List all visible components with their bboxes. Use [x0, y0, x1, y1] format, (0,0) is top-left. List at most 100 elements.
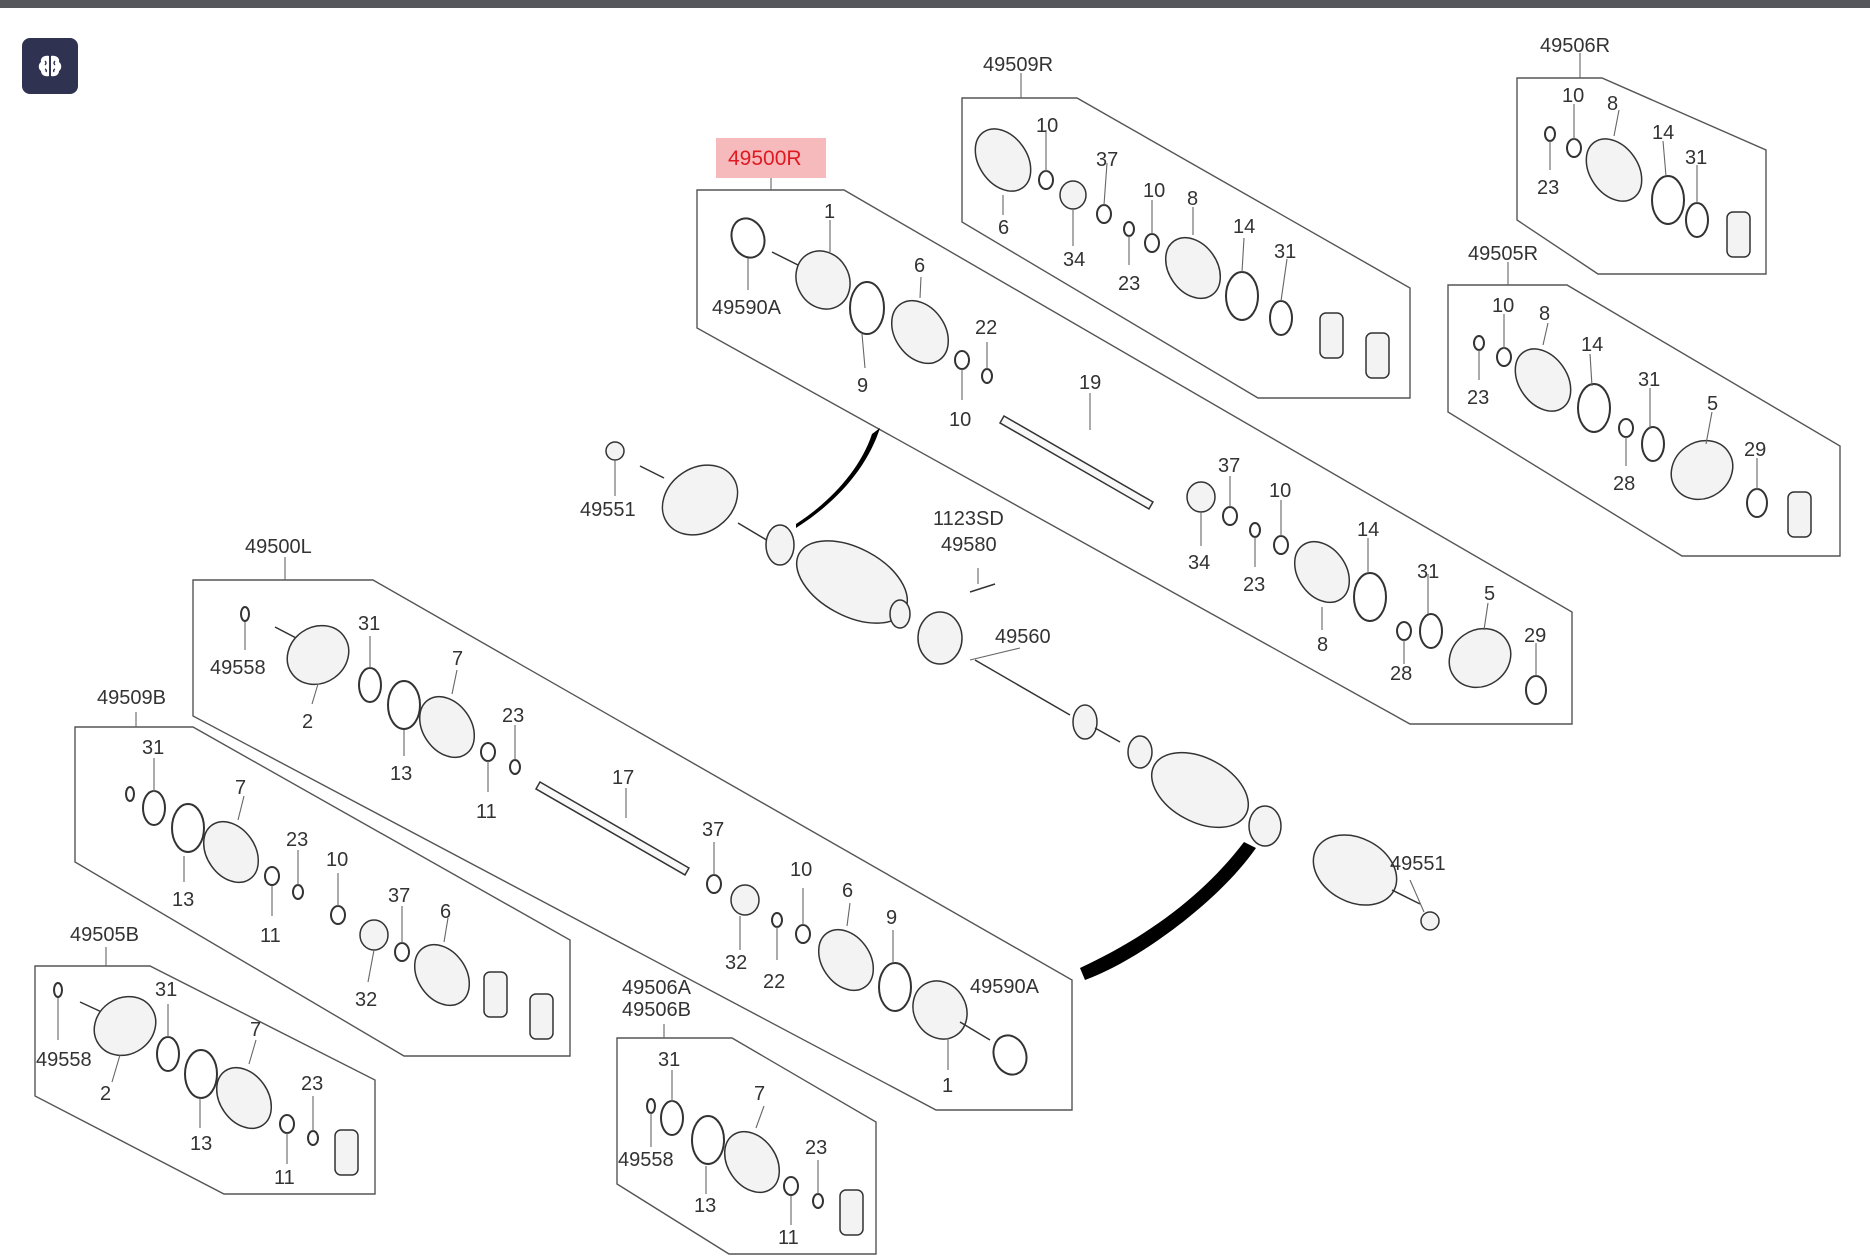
- part-label-6[interactable]: 6: [440, 901, 451, 923]
- part-label-13[interactable]: 13: [172, 889, 194, 911]
- part-label-8[interactable]: 8: [1187, 188, 1198, 210]
- part-label-49558[interactable]: 49558: [618, 1149, 674, 1171]
- part-label-8[interactable]: 8: [1539, 303, 1550, 325]
- part-label-10[interactable]: 10: [1036, 115, 1058, 137]
- part-label-13[interactable]: 13: [190, 1133, 212, 1155]
- part-label-11[interactable]: 11: [476, 801, 497, 823]
- group-title-49509R[interactable]: 49509R: [983, 54, 1053, 76]
- part-label-6[interactable]: 6: [842, 880, 853, 902]
- part-label-8[interactable]: 8: [1317, 634, 1328, 656]
- part-label-29[interactable]: 29: [1744, 439, 1766, 461]
- part-label-31[interactable]: 31: [658, 1049, 680, 1071]
- part-label-22[interactable]: 22: [763, 971, 785, 993]
- part-label-31[interactable]: 31: [142, 737, 164, 759]
- part-label-9[interactable]: 9: [886, 907, 897, 929]
- part-label-49590A[interactable]: 49590A: [712, 297, 782, 319]
- part-label-1[interactable]: 1: [942, 1075, 953, 1097]
- part-label-37[interactable]: 37: [388, 885, 410, 907]
- part-label-23[interactable]: 23: [301, 1073, 323, 1095]
- part-label-34[interactable]: 34: [1063, 249, 1085, 271]
- group-title-49500R[interactable]: 49500R: [728, 147, 802, 170]
- part-label-1123SD[interactable]: 1123SD: [933, 508, 1004, 530]
- part-label-23[interactable]: 23: [1118, 273, 1140, 295]
- part-label-31[interactable]: 31: [155, 979, 177, 1001]
- part-label-6[interactable]: 6: [914, 255, 925, 277]
- part-label-10[interactable]: 10: [1269, 480, 1291, 502]
- part-label-37[interactable]: 37: [702, 819, 724, 841]
- part-label-49551[interactable]: 49551: [580, 499, 636, 521]
- part-label-19[interactable]: 19: [1079, 372, 1101, 394]
- labels-49500L: 49500L 49558 31 2 7 13 23 11 17 37 32 22…: [210, 536, 1040, 1097]
- part-label-13[interactable]: 13: [390, 763, 412, 785]
- group-title-49500L[interactable]: 49500L: [245, 536, 312, 558]
- part-label-37[interactable]: 37: [1218, 455, 1240, 477]
- labels-49505B: 49505B 49558 31 2 7 13 23 11: [36, 924, 323, 1189]
- part-label-22[interactable]: 22: [975, 317, 997, 339]
- part-label-7[interactable]: 7: [250, 1019, 261, 1041]
- part-label-49580[interactable]: 49580: [941, 534, 997, 556]
- group-49500R: [696, 177, 1573, 725]
- labels-free: 49551 1123SD 49580 49560 49551: [580, 499, 1446, 875]
- part-label-28[interactable]: 28: [1390, 663, 1412, 685]
- part-label-10[interactable]: 10: [326, 849, 348, 871]
- part-label-23[interactable]: 23: [1467, 387, 1489, 409]
- part-label-28[interactable]: 28: [1613, 473, 1635, 495]
- part-label-23[interactable]: 23: [805, 1137, 827, 1159]
- part-label-32[interactable]: 32: [355, 989, 377, 1011]
- part-label-31[interactable]: 31: [1274, 241, 1296, 263]
- part-label-2[interactable]: 2: [100, 1083, 111, 1105]
- part-label-29[interactable]: 29: [1524, 625, 1546, 647]
- part-label-6[interactable]: 6: [998, 217, 1009, 239]
- part-label-23[interactable]: 23: [1243, 574, 1265, 596]
- part-label-13[interactable]: 13: [694, 1195, 716, 1217]
- part-label-14[interactable]: 14: [1233, 216, 1255, 238]
- part-label-34[interactable]: 34: [1188, 552, 1210, 574]
- part-label-49590A[interactable]: 49590A: [970, 976, 1040, 998]
- part-label-11[interactable]: 11: [274, 1167, 295, 1189]
- part-label-8[interactable]: 8: [1607, 93, 1618, 115]
- part-label-23[interactable]: 23: [1537, 177, 1559, 199]
- group-title-49506B[interactable]: 49506B: [622, 999, 691, 1021]
- part-label-23[interactable]: 23: [286, 829, 308, 851]
- part-label-23[interactable]: 23: [502, 705, 524, 727]
- part-label-14[interactable]: 14: [1581, 334, 1603, 356]
- part-label-37[interactable]: 37: [1096, 149, 1118, 171]
- group-title-49505B[interactable]: 49505B: [70, 924, 139, 946]
- part-label-49551[interactable]: 49551: [1390, 853, 1446, 875]
- part-label-31[interactable]: 31: [1638, 369, 1660, 391]
- group-title-49506A[interactable]: 49506A: [622, 977, 692, 999]
- group-title-49505R[interactable]: 49505R: [1468, 243, 1538, 265]
- part-label-7[interactable]: 7: [452, 648, 463, 670]
- part-label-10[interactable]: 10: [790, 859, 812, 881]
- part-label-49560[interactable]: 49560: [995, 626, 1051, 648]
- group-title-49506R[interactable]: 49506R: [1540, 35, 1610, 57]
- part-label-10[interactable]: 10: [949, 409, 971, 431]
- part-label-2[interactable]: 2: [302, 711, 313, 733]
- part-label-31[interactable]: 31: [1685, 147, 1707, 169]
- part-label-31[interactable]: 31: [358, 613, 380, 635]
- part-label-10[interactable]: 10: [1562, 85, 1584, 107]
- part-label-5[interactable]: 5: [1484, 583, 1495, 605]
- part-label-7[interactable]: 7: [235, 777, 246, 799]
- part-label-32[interactable]: 32: [725, 952, 747, 974]
- part-label-9[interactable]: 9: [857, 375, 868, 397]
- part-label-7[interactable]: 7: [754, 1083, 765, 1105]
- part-label-14[interactable]: 14: [1652, 122, 1674, 144]
- part-label-14[interactable]: 14: [1357, 519, 1379, 541]
- labels-49506A-49506B: 49506A 49506B 31 49558 7 13 23 11: [618, 977, 827, 1249]
- group-title-49509B[interactable]: 49509B: [97, 687, 166, 709]
- part-label-17[interactable]: 17: [612, 767, 634, 789]
- part-label-10[interactable]: 10: [1143, 180, 1165, 202]
- part-label-49558[interactable]: 49558: [210, 657, 266, 679]
- group-49509B: [74, 712, 571, 1057]
- part-label-49558[interactable]: 49558: [36, 1049, 92, 1071]
- part-label-31[interactable]: 31: [1417, 561, 1439, 583]
- part-label-1[interactable]: 1: [824, 201, 835, 223]
- part-label-10[interactable]: 10: [1492, 295, 1514, 317]
- part-label-5[interactable]: 5: [1707, 393, 1718, 415]
- brain-icon: [38, 55, 62, 77]
- part-label-11[interactable]: 11: [260, 925, 281, 947]
- menu-button[interactable]: [22, 38, 78, 94]
- part-label-11[interactable]: 11: [778, 1227, 799, 1249]
- highlight-box: [716, 138, 826, 178]
